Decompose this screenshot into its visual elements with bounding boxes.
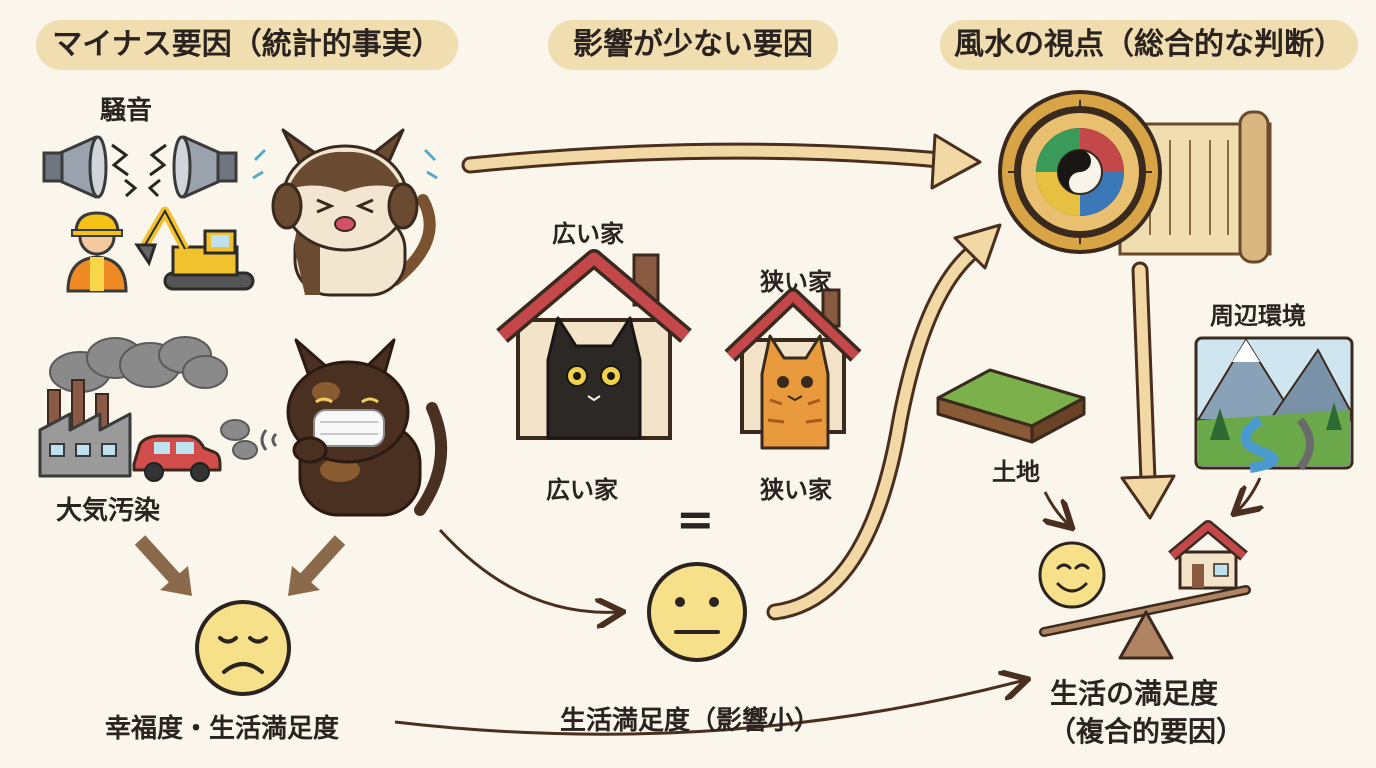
arrow-land-to-face — [1045, 491, 1070, 526]
header-negative-factors: マイナス要因（統計的事実） — [36, 20, 458, 70]
noise-icon — [111, 143, 167, 198]
label-surroundings: 周辺環境 — [1210, 302, 1306, 330]
arrow-pollution-to-sad — [134, 535, 192, 596]
smiling-face-icon — [1038, 541, 1106, 609]
mountain-landscape-icon — [1194, 336, 1354, 473]
land-icon — [936, 368, 1086, 444]
label-satisfaction-minor: 生活満足度（影響小） — [560, 706, 821, 736]
label-noise: 騒音 — [100, 96, 153, 126]
seesaw-icon — [1039, 585, 1251, 660]
factory-icon — [38, 379, 132, 478]
label-happiness: 幸福度・生活満足度 — [105, 714, 340, 744]
megaphone-icon — [172, 135, 238, 199]
arrow-cat-to-sad — [288, 535, 346, 596]
label-small-house-bottom: 狭い家 — [760, 476, 832, 504]
arrow-noise-to-compass — [461, 133, 982, 190]
arrow-to-neutral — [438, 528, 620, 612]
label-large-house-bottom: 広い家 — [546, 476, 618, 504]
car-icon — [132, 434, 222, 482]
compass-icon — [998, 90, 1162, 254]
orange-cat-icon — [760, 334, 830, 450]
smoke-icon — [49, 336, 258, 460]
header-minor-factors: 影響が少ない要因 — [548, 20, 838, 70]
arrow-surroundings-to-house — [1236, 477, 1260, 512]
label-satisfaction-line2: （複合的要因） — [1048, 715, 1245, 748]
cat-masked-icon — [260, 338, 448, 517]
header-fengshui-view: 風水の視点（総合的な判断） — [940, 20, 1358, 70]
arrow-happiness-to-satisfaction — [394, 680, 1025, 736]
sad-face-icon — [195, 600, 291, 696]
black-cat-icon — [546, 316, 642, 440]
label-equals: = — [676, 492, 715, 546]
arrow-neutral-to-compass — [766, 223, 1002, 621]
label-satisfaction-line1: 生活の満足度 — [1050, 677, 1219, 710]
arrow-compass-to-satisfaction — [1120, 261, 1176, 520]
label-air-pollution: 大気汚染 — [56, 496, 161, 526]
megaphone-icon — [42, 135, 108, 199]
label-large-house-top: 広い家 — [552, 220, 624, 248]
small-house-seesaw-icon — [1168, 520, 1248, 590]
label-small-house-top: 狭い家 — [760, 268, 832, 296]
label-land: 土地 — [992, 458, 1040, 486]
excavator-icon — [134, 206, 255, 291]
cat-distressed-icon — [252, 128, 438, 297]
worker-icon — [66, 211, 128, 293]
neutral-face-icon — [647, 562, 747, 662]
